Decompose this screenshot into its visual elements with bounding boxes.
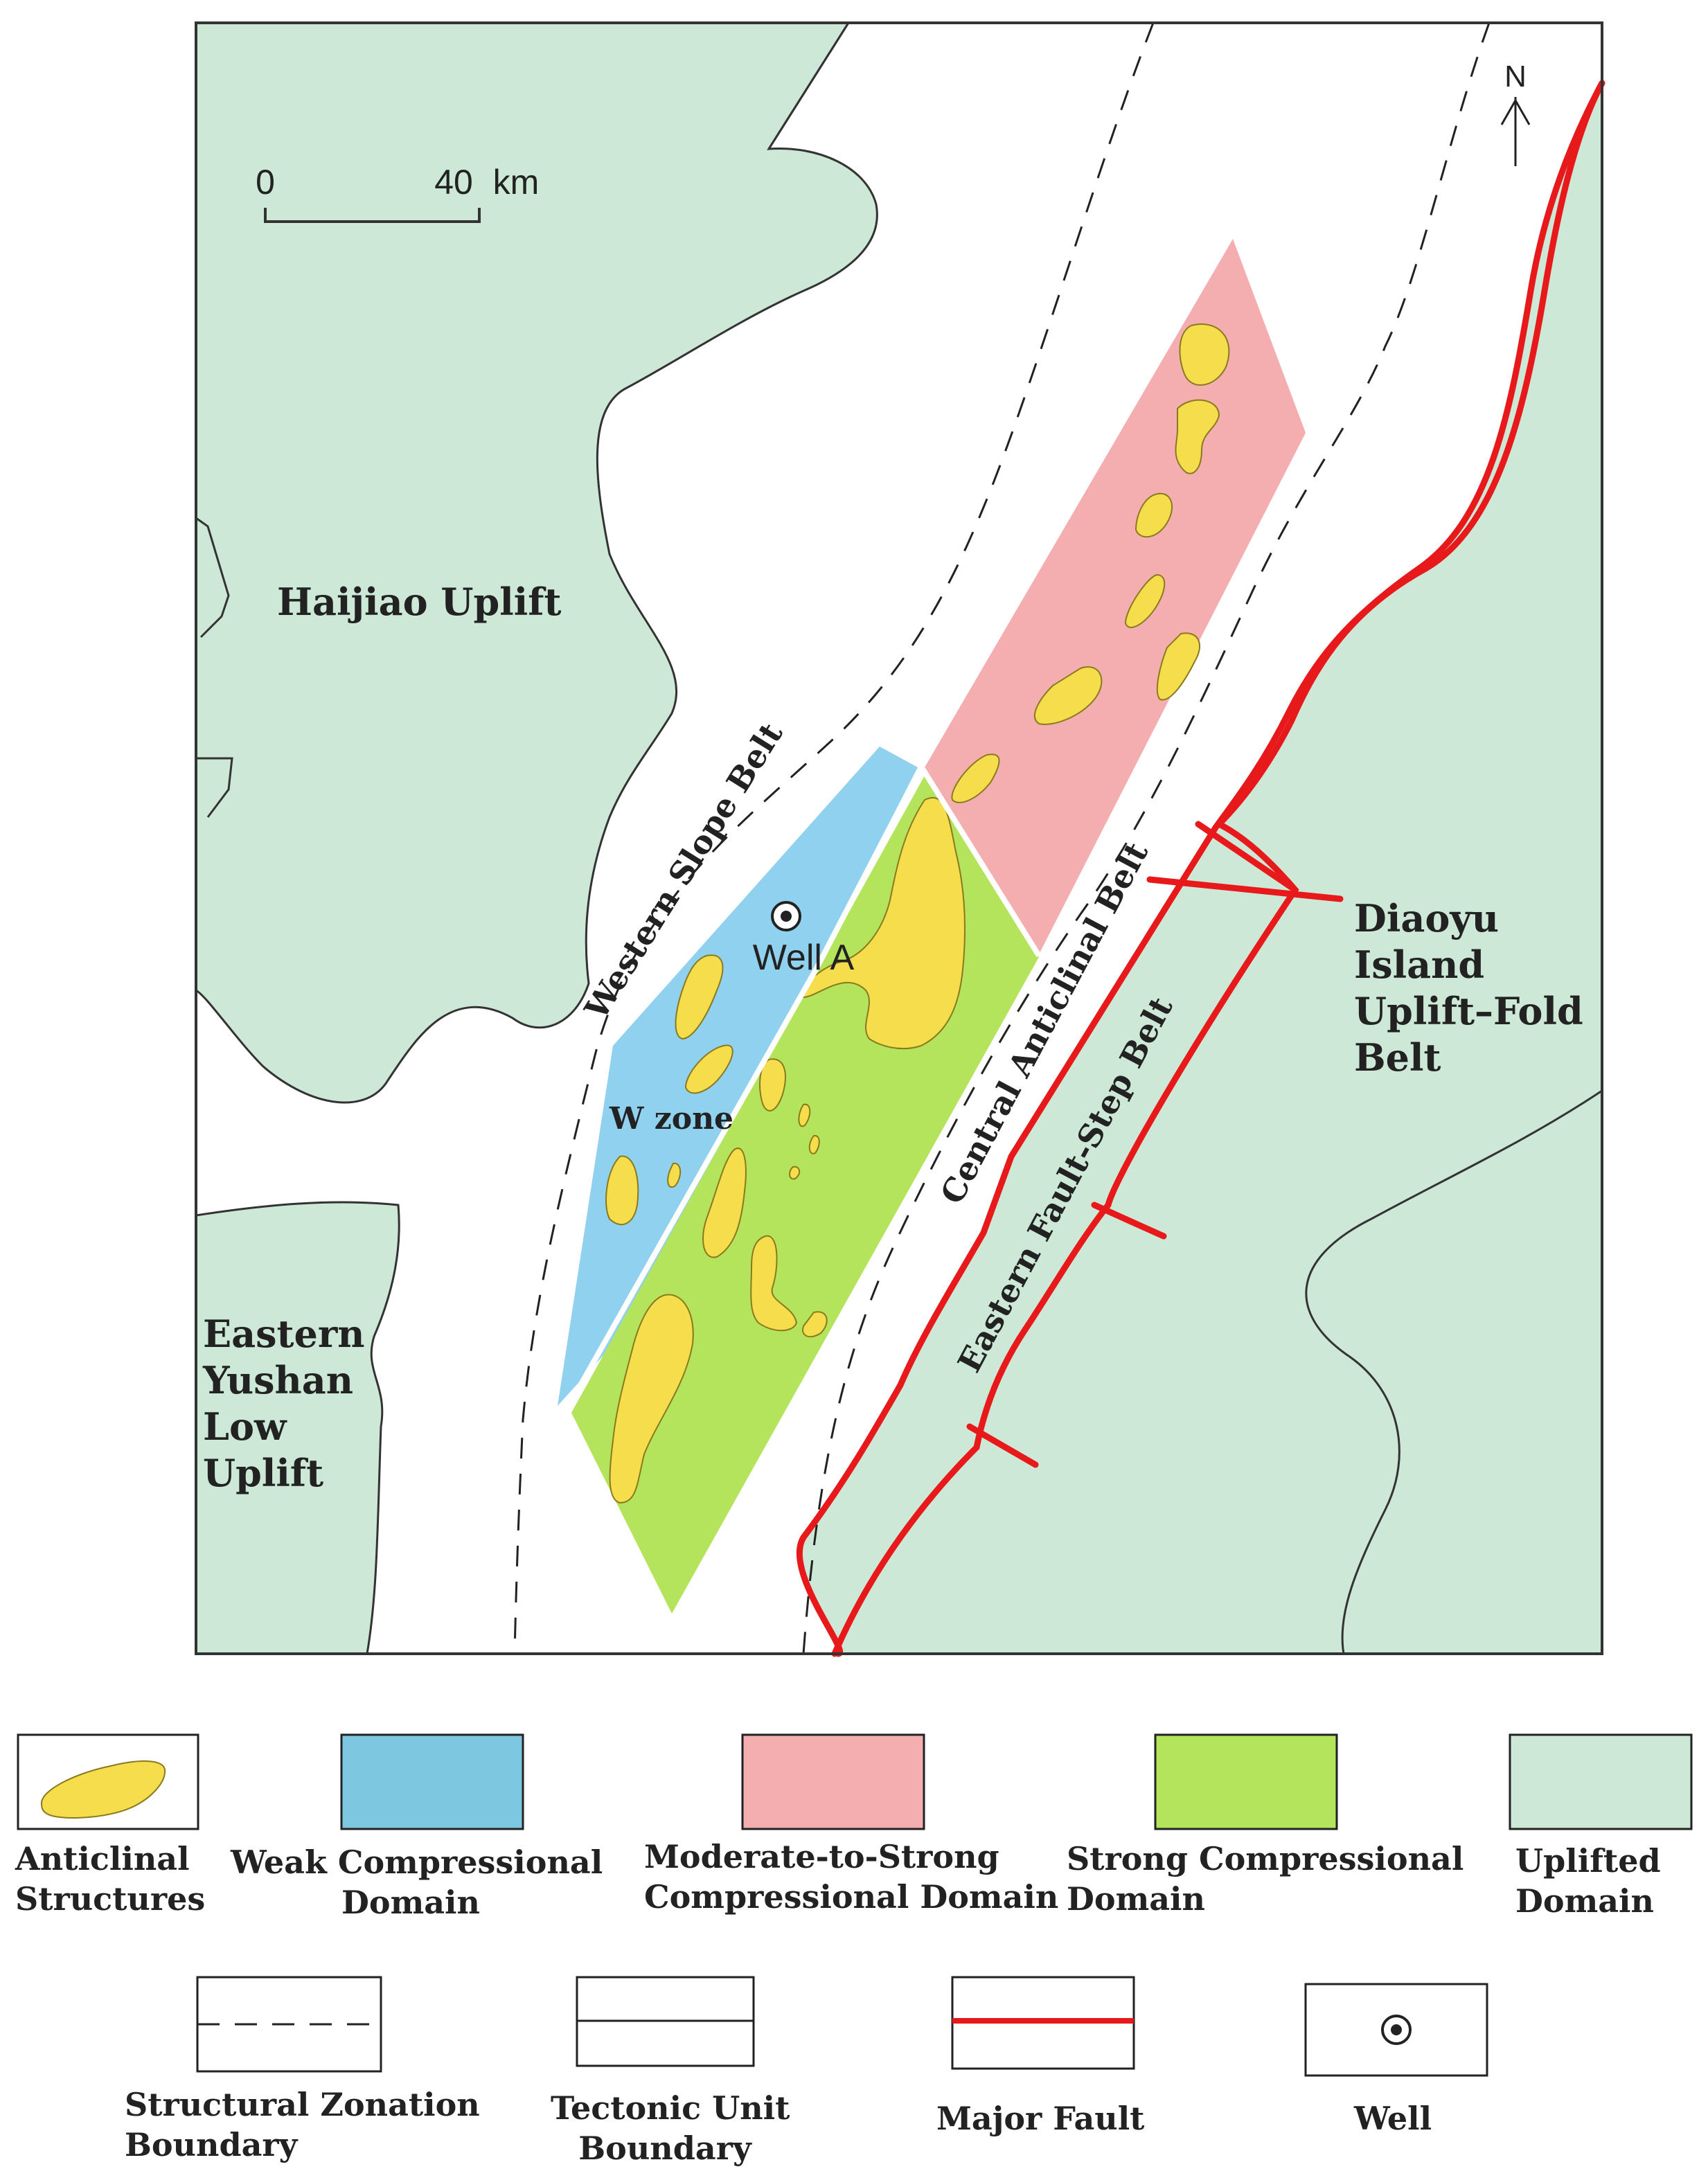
- anticline: [1124, 573, 1166, 628]
- north-label: N: [1504, 60, 1527, 93]
- legend-label-dashed: Structural Zonation Boundary: [125, 2085, 480, 2165]
- legend-swatch-strong: [1154, 1733, 1338, 1830]
- eastern-yushan-label: Eastern Yushan Low Uplift: [202, 1312, 365, 1495]
- map-frame: [195, 21, 1603, 1655]
- legend-swatches-row2: [196, 1976, 1488, 2077]
- anticline: [750, 1235, 798, 1332]
- anticline: [1156, 632, 1201, 701]
- legend-label-moderate: Moderate-to-Strong Compressional Domain: [644, 1837, 1058, 1917]
- well-a-label: Well A: [753, 938, 855, 978]
- anticline: [808, 1134, 820, 1154]
- anticline: [605, 1155, 639, 1226]
- scale-max: 40: [434, 163, 473, 202]
- well-symbol-dot: [781, 911, 792, 922]
- anticline: [802, 1311, 828, 1338]
- domain-separator: [813, 769, 923, 971]
- legend-text: Moderate-to-Strong: [644, 1838, 999, 1875]
- anticline: [951, 753, 1000, 803]
- anticline: [801, 796, 966, 1050]
- legend-label-anticline: Anticlinal Structures: [15, 1839, 205, 1919]
- legend-well-dot: [1391, 2024, 1402, 2035]
- anticline: [684, 1044, 733, 1094]
- legend-text: Domain: [1515, 1882, 1654, 1920]
- eastern-yushan-line-4: Uplift: [203, 1451, 323, 1495]
- haijiao-uplift-area: [195, 21, 878, 1104]
- legend-label-weak: Weak Compressional Domain: [231, 1842, 603, 1922]
- domain-separator: [565, 968, 819, 1409]
- scale-unit: km: [493, 163, 540, 202]
- legend-label-strong: Strong Compressional Domain: [1067, 1839, 1464, 1919]
- legend-text: Uplifted: [1515, 1842, 1661, 1880]
- diaoyu-line-1: Diaoyu: [1354, 896, 1499, 940]
- legend-label-solid: Tectonic Unit Boundary: [551, 2088, 790, 2168]
- legend-text: Anticlinal: [15, 1840, 190, 1877]
- legend-text: Boundary: [125, 2126, 298, 2163]
- anticline: [1135, 492, 1173, 538]
- diaoyu-line-4: Belt: [1354, 1035, 1441, 1080]
- legend-swatch-anticline: [40, 1760, 166, 1819]
- anticline: [789, 1166, 801, 1180]
- anticline: [798, 1103, 811, 1127]
- eastern-yushan-line-2: Yushan: [202, 1358, 353, 1402]
- legend-text: Structures: [15, 1880, 206, 1918]
- diaoyu-label: Diaoyu Island Uplift–Fold Belt: [1354, 896, 1583, 1080]
- scale-bar: 0 40 km: [256, 163, 540, 223]
- haijiao-uplift-label: Haijiao Uplift: [277, 580, 561, 624]
- eastern-yushan-line-3: Low: [203, 1404, 287, 1449]
- legend-swatches-row1: [17, 1733, 1693, 1830]
- legend-swatch-uplifted: [1509, 1733, 1693, 1830]
- major-fault-trace: [831, 80, 1605, 1657]
- anticline: [702, 1148, 747, 1258]
- anticline: [675, 954, 724, 1040]
- diaoyu-uplift-area: [799, 83, 1602, 1654]
- anticline: [1034, 666, 1103, 725]
- legend-swatch-weak: [340, 1733, 524, 1830]
- eastern-yushan-line-1: Eastern: [203, 1312, 365, 1356]
- diaoyu-line-2: Island: [1354, 943, 1484, 987]
- domain-separator: [920, 767, 1042, 958]
- legend-text: Tectonic Unit: [551, 2089, 790, 2127]
- eastern-yushan-uplift-area: [195, 1201, 400, 1655]
- scale-zero: 0: [256, 163, 275, 202]
- anticlinal-structures: [605, 323, 1230, 1504]
- legend-text: Domain: [341, 1884, 480, 1921]
- legend-text: Compressional Domain: [644, 1878, 1059, 1916]
- legend-swatch-moderate: [741, 1733, 925, 1830]
- legend-text: Structural Zonation: [125, 2086, 480, 2123]
- anticline: [667, 1162, 682, 1188]
- legend-text: Domain: [1067, 1880, 1205, 1918]
- w-zone-label: W zone: [609, 1101, 733, 1136]
- legend-label-uplifted: Uplifted Domain: [1515, 1841, 1661, 1921]
- legend-text: Boundary: [578, 2130, 751, 2167]
- legend-text: Strong Compressional: [1067, 1840, 1464, 1877]
- structural-zonation-boundaries: [513, 22, 1491, 1654]
- west-boundary-notch: [195, 517, 230, 639]
- major-fault: [796, 80, 1605, 1657]
- north-arrow-head: [1500, 98, 1531, 125]
- scale-bar-line: [264, 208, 481, 223]
- tectonic-unit-boundary-east: [1305, 1089, 1603, 1654]
- anticline: [1179, 323, 1230, 386]
- west-boundary-notch-2: [196, 757, 233, 818]
- legend-text: Well: [1354, 2100, 1432, 2137]
- legend-label-fault: Major Fault: [936, 2098, 1144, 2139]
- anticline: [1175, 399, 1220, 474]
- tectonic-unit-boundary-north: [767, 22, 850, 150]
- weak-compressional-domain: [558, 747, 918, 1406]
- legend-text: Major Fault: [936, 2100, 1145, 2137]
- north-arrow: N: [1500, 60, 1531, 166]
- anticline: [759, 1058, 786, 1112]
- diaoyu-line-3: Uplift–Fold: [1354, 989, 1583, 1033]
- well-a-marker: Well A: [753, 901, 855, 978]
- anticline: [609, 1294, 694, 1504]
- legend-label-well: Well: [1354, 2098, 1432, 2139]
- legend-text: Weak Compressional: [231, 1844, 603, 1881]
